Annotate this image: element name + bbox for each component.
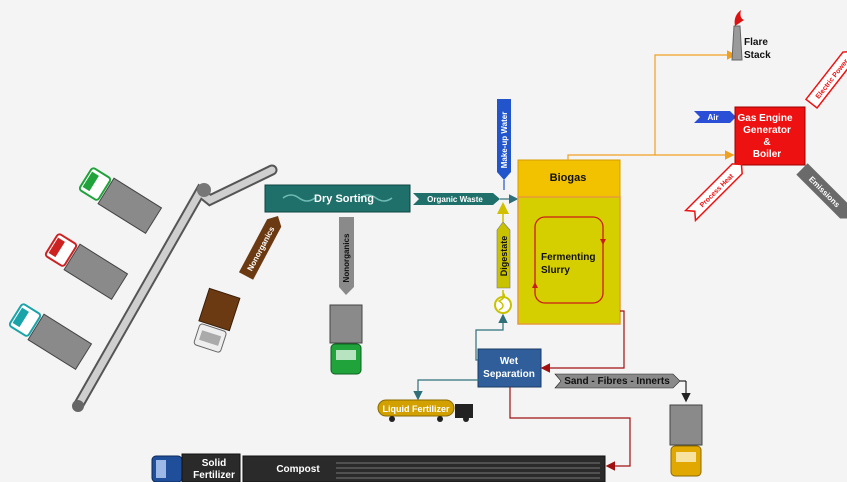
biogas-pipeline [568, 55, 734, 160]
air-label: Air [707, 113, 718, 122]
makeup-water-label: Make-up Water [500, 112, 509, 169]
gas-engine-line-2: Generator [743, 125, 791, 136]
digester-tank: Biogas Fermenting Slurry [518, 160, 620, 324]
solid-fertilizer-truck: Solid Fertilizer [152, 454, 240, 482]
sand-fibres-arrow: Sand - Fibres - Innerts [555, 374, 680, 388]
delivery-truck-red [44, 232, 128, 300]
nonorganics-arrow-grey: Nonorganics [339, 217, 354, 295]
gas-engine-line-3: & [763, 137, 770, 148]
compost-windrow: Compost [243, 456, 605, 482]
delivery-truck-green [78, 166, 162, 234]
process-heat-arrow: Process Heat [686, 160, 747, 221]
slurry-label: Slurry [541, 265, 570, 276]
liquid-fertilizer-line [418, 380, 480, 398]
gas-engine-line-4: Boiler [753, 149, 781, 160]
liquid-fertilizer-tanker: Liquid Fertilizer [378, 400, 473, 422]
brown-waste-truck [192, 288, 240, 353]
nonorganics-arrow-brown: Nonorganics [239, 212, 285, 280]
solid-label: Solid [202, 458, 226, 469]
wet-separation-unit: Wet Separation [478, 349, 541, 387]
electric-power-arrow: Electric Power [806, 47, 847, 108]
digestate-label: Digestate [499, 236, 509, 277]
fertilizer-label: Fertilizer [193, 470, 235, 481]
makeup-water-arrow: Make-up Water [497, 99, 511, 180]
wet-label: Wet [500, 356, 519, 367]
air-arrow: Air [694, 111, 736, 123]
grey-waste-truck [330, 305, 362, 374]
sand-fibres-label: Sand - Fibres - Innerts [564, 376, 670, 387]
gas-engine-line-1: Gas Engine [737, 113, 792, 124]
electric-power-label: Electric Power [815, 58, 847, 101]
dry-sorting-unit: Dry Sorting [265, 185, 410, 212]
gas-engine-generator-boiler: Gas Engine Generator & Boiler [735, 107, 805, 165]
fermenting-label: Fermenting [541, 252, 595, 263]
flare-label: Flare [744, 37, 768, 48]
compost-feed-line [510, 387, 630, 466]
emissions-label: Emissions [807, 175, 842, 210]
emissions-arrow: Emissions [796, 163, 847, 224]
compost-label: Compost [276, 464, 320, 475]
organic-waste-arrow: Organic Waste [413, 193, 500, 205]
nonorganics-label-b: Nonorganics [342, 233, 351, 282]
stack-label: Stack [744, 50, 771, 61]
biogas-label: Biogas [550, 172, 587, 184]
flare-stack: Flare Stack [732, 10, 771, 61]
digestate-arrow: Digestate [497, 222, 510, 288]
separation-label: Separation [483, 369, 535, 380]
yellow-waste-truck [670, 405, 702, 476]
organic-waste-label: Organic Waste [427, 195, 483, 204]
delivery-truck-cyan [8, 302, 92, 370]
dry-sorting-label: Dry Sorting [314, 193, 374, 205]
liquid-fertilizer-label: Liquid Fertilizer [382, 404, 450, 414]
